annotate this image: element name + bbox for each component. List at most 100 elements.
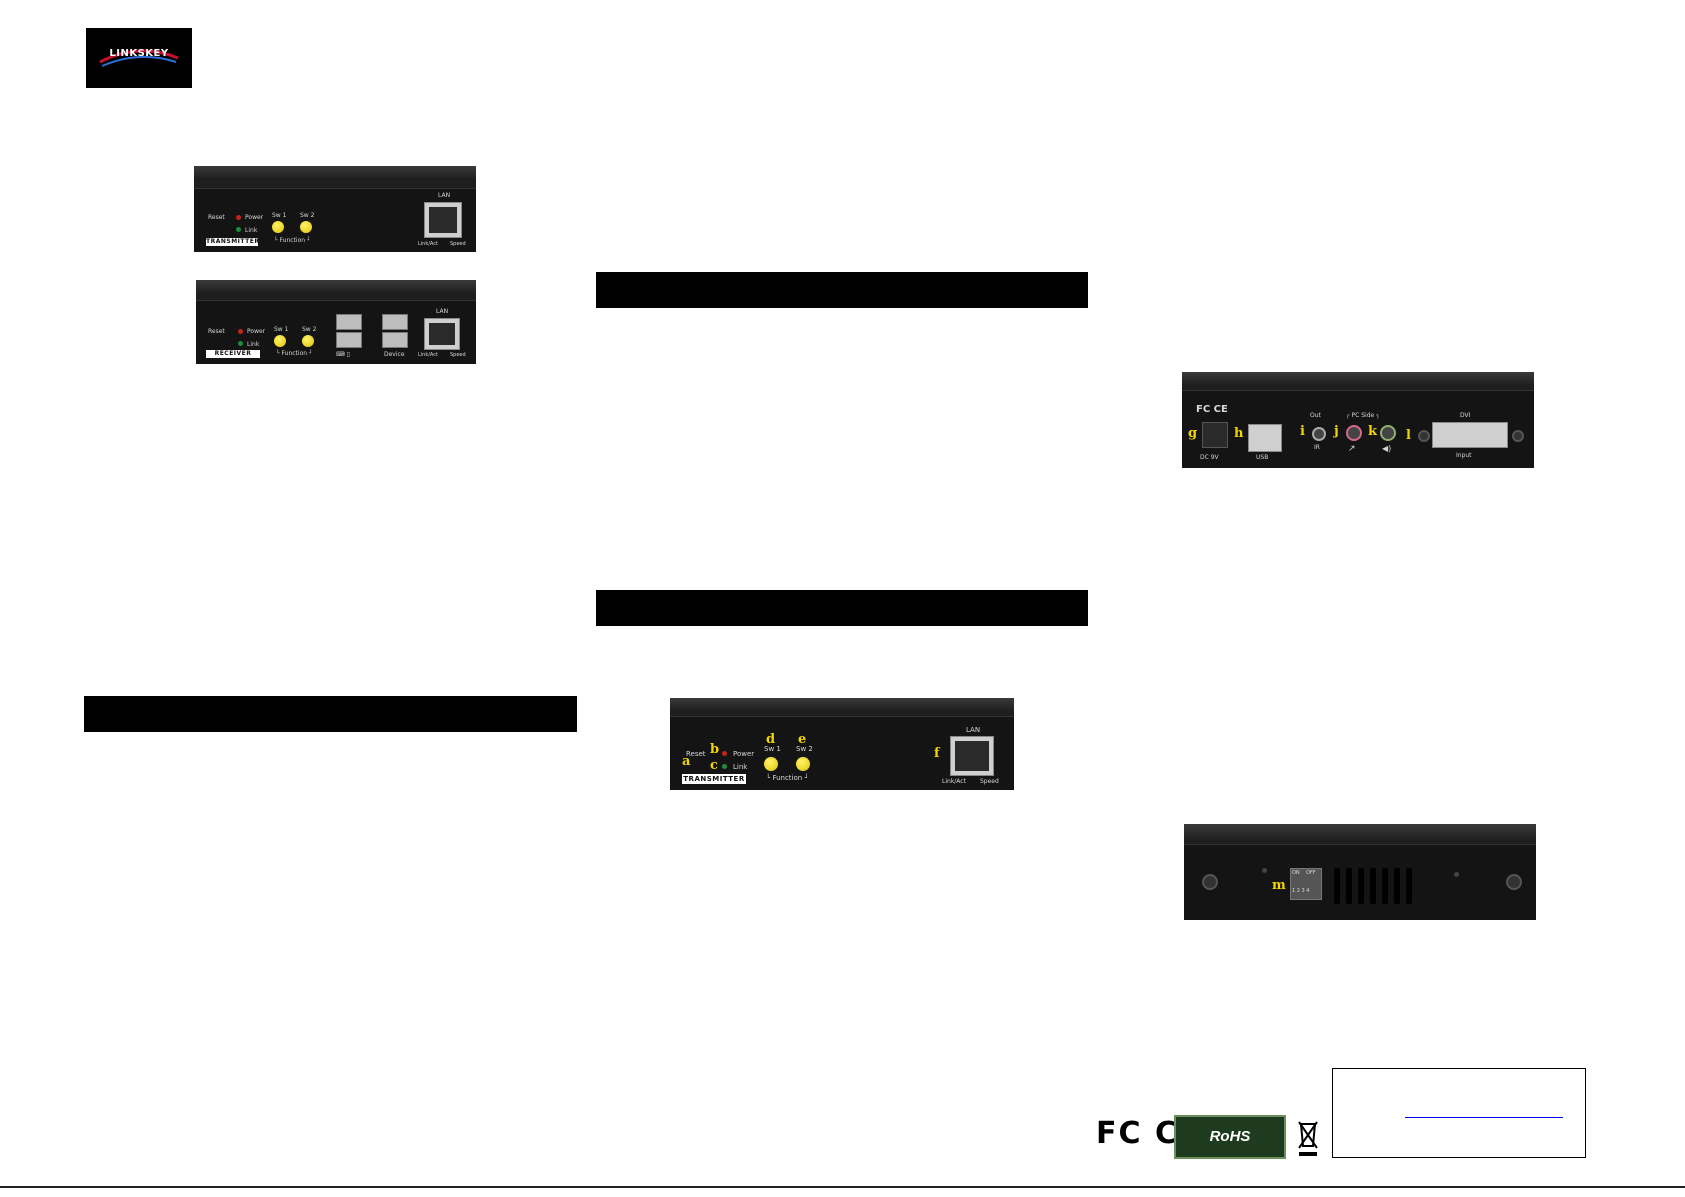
vent-slot bbox=[1382, 868, 1388, 904]
usb-port-1 bbox=[336, 314, 362, 330]
logo-swoosh-icon bbox=[99, 49, 179, 67]
speed-label: Speed bbox=[980, 778, 999, 785]
website-link-underline[interactable] bbox=[1405, 1117, 1563, 1118]
speaker-jack bbox=[1380, 425, 1396, 441]
receiver-plate: RECEIVER bbox=[206, 350, 260, 358]
callout-l: l bbox=[1406, 428, 1411, 443]
dc-label: DC 9V bbox=[1200, 454, 1219, 461]
sw2-label: Sw 2 bbox=[300, 212, 315, 219]
dvi-screw-left bbox=[1418, 430, 1430, 442]
callout-c: c bbox=[710, 758, 718, 773]
weee-bin-icon bbox=[1298, 1121, 1318, 1156]
vent-slot bbox=[1406, 868, 1412, 904]
link-label: Link bbox=[247, 341, 260, 348]
speaker-icon: ◀) bbox=[1382, 444, 1392, 453]
callout-m: m bbox=[1272, 878, 1286, 893]
contact-box bbox=[1332, 1068, 1586, 1158]
power-label: Power bbox=[733, 750, 755, 758]
rohs-badge: RoHS Compliant bbox=[1174, 1115, 1286, 1185]
fcce-mark: FC CE bbox=[1196, 404, 1228, 415]
transmitter-plate: TRANSMITTER bbox=[206, 238, 260, 246]
lan-port bbox=[424, 318, 460, 350]
dc-power-jack bbox=[1202, 422, 1228, 448]
callout-d: d bbox=[766, 732, 776, 747]
vent-slot bbox=[1370, 868, 1376, 904]
side-screw-left bbox=[1202, 874, 1218, 890]
mic-jack bbox=[1346, 425, 1362, 441]
callout-h: h bbox=[1234, 426, 1244, 441]
power-led bbox=[238, 329, 243, 334]
ir-jack bbox=[1312, 427, 1326, 441]
mic-icon: ↗ bbox=[1348, 444, 1356, 454]
callout-k: k bbox=[1368, 424, 1378, 439]
dvi-label: DVI bbox=[1460, 412, 1471, 419]
side-panel-image: m ON OFF 1 2 3 4 bbox=[1184, 824, 1536, 920]
reset-label: Reset bbox=[686, 750, 706, 758]
speed-label: Speed bbox=[450, 352, 466, 358]
keyboard-mouse-icon: ⌨ ▯ bbox=[336, 351, 350, 358]
link-label: Link bbox=[245, 227, 258, 234]
lan-port bbox=[424, 202, 462, 238]
reset-label: Reset bbox=[208, 214, 225, 221]
link-led bbox=[238, 341, 243, 346]
dip-numbers: 1 2 3 4 bbox=[1292, 888, 1310, 894]
power-led bbox=[722, 751, 727, 756]
speed-label: Speed bbox=[450, 241, 466, 247]
callout-e: e bbox=[798, 732, 807, 747]
sw1-button bbox=[764, 757, 778, 771]
vent-slot bbox=[1346, 868, 1352, 904]
sw2-label: Sw 2 bbox=[796, 745, 813, 753]
power-label: Power bbox=[245, 214, 264, 221]
sw2-label: Sw 2 bbox=[302, 326, 317, 333]
callout-b: b bbox=[710, 742, 720, 757]
rear-panel-image: FC CE g DC 9V h USB Out i IR ┌ PC Side ┐… bbox=[1182, 372, 1534, 468]
dvi-port bbox=[1432, 422, 1508, 448]
section-header-bar-1 bbox=[596, 272, 1088, 308]
dip-on-label: ON bbox=[1292, 870, 1300, 876]
page-bottom-rule bbox=[0, 1186, 1685, 1188]
ir-label: IR bbox=[1314, 444, 1320, 451]
usb-port-3 bbox=[382, 314, 408, 330]
vent-slot bbox=[1358, 868, 1364, 904]
linkact-label: Link/Act bbox=[418, 352, 438, 358]
linkact-label: Link/Act bbox=[418, 241, 438, 247]
side-hole bbox=[1454, 872, 1459, 877]
power-led bbox=[236, 215, 241, 220]
function-label: └ Function ┘ bbox=[274, 237, 311, 244]
side-screw-right bbox=[1506, 874, 1522, 890]
usb-b-port bbox=[1248, 424, 1282, 452]
logo-text: LINKSKEY bbox=[109, 48, 169, 59]
usb-port-2 bbox=[336, 332, 362, 348]
sw2-button bbox=[300, 221, 312, 233]
usb-port-4 bbox=[382, 332, 408, 348]
lan-label: LAN bbox=[438, 192, 451, 199]
sw1-label: Sw 1 bbox=[272, 212, 287, 219]
transmitter-labeled-image: Reset a b Power c Link d Sw 1 e Sw 2 └ F… bbox=[670, 698, 1014, 790]
sw1-button bbox=[272, 221, 284, 233]
callout-i: i bbox=[1300, 424, 1305, 439]
receiver-front-image: Reset Power Link Sw 1 Sw 2 └ Function ┘ … bbox=[196, 280, 476, 364]
usb-label: USB bbox=[1256, 454, 1269, 461]
linkact-label: Link/Act bbox=[942, 778, 966, 785]
callout-g: g bbox=[1188, 426, 1198, 441]
out-label: Out bbox=[1310, 412, 1321, 419]
power-label: Power bbox=[247, 328, 266, 335]
linkskey-logo: LINKSKEY bbox=[86, 28, 192, 88]
transmitter-plate: TRANSMITTER bbox=[682, 774, 746, 784]
sw2-button bbox=[302, 335, 314, 347]
lan-label: LAN bbox=[966, 726, 981, 734]
dvi-screw-right bbox=[1512, 430, 1524, 442]
pc-side-label: ┌ PC Side ┐ bbox=[1346, 412, 1380, 419]
side-hole bbox=[1262, 868, 1267, 873]
sw2-button bbox=[796, 757, 810, 771]
link-led bbox=[722, 764, 727, 769]
vent-slot bbox=[1394, 868, 1400, 904]
callout-j: j bbox=[1334, 424, 1339, 439]
sw1-button bbox=[274, 335, 286, 347]
section-header-bar-2 bbox=[596, 590, 1088, 626]
link-label: Link bbox=[733, 763, 748, 771]
sw1-label: Sw 1 bbox=[764, 745, 781, 753]
function-label: └ Function ┘ bbox=[766, 774, 809, 782]
reset-label: Reset bbox=[208, 328, 225, 335]
lan-label: LAN bbox=[436, 308, 449, 315]
